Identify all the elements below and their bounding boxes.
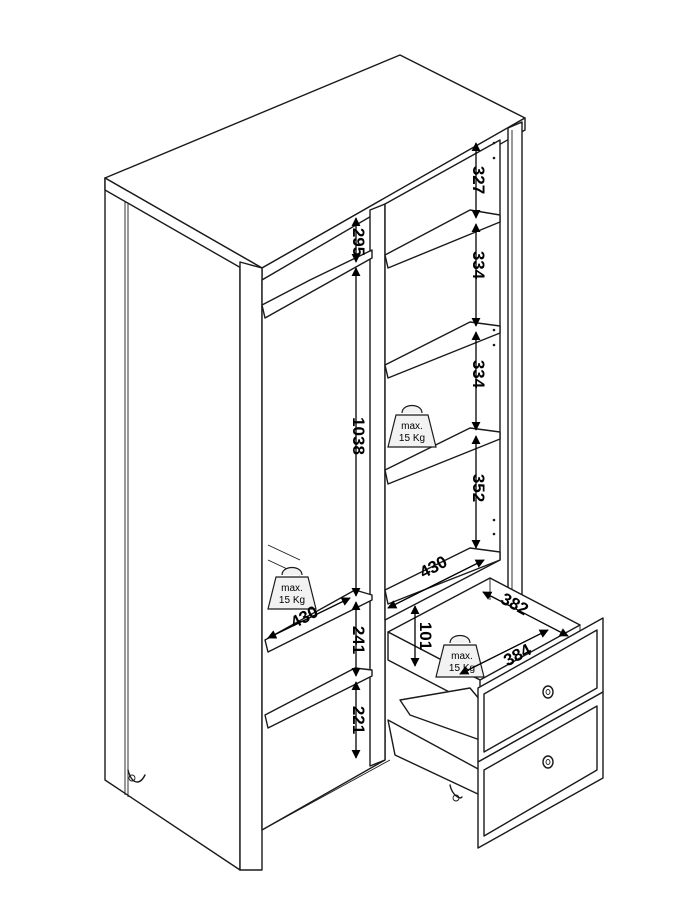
drawers [387,577,604,849]
left-shelf-top [261,249,373,319]
weight-label-right-line2: 15 Kg [399,433,425,444]
pin-holes [492,141,496,536]
dim-label-334a: 334 [469,251,488,280]
cabinet-body [104,54,526,871]
right-shelf-1 [384,209,501,269]
weight-label-left-line2: 15 Kg [279,595,305,606]
dim-label-221: 221 [349,706,368,734]
dim-label-295: 295 [349,228,368,256]
dim-label-241: 241 [349,626,368,654]
dim-label-352: 352 [469,474,488,502]
weight-label-left-line1: max. [281,583,303,594]
dim-line-384 [459,629,549,675]
drawer-knob-lower [542,755,554,769]
weight-label-right-line1: max. [401,421,423,432]
weight-icon-right-shelf: max. 15 Kg [387,404,437,448]
dim-label-1038: 1038 [349,417,368,455]
right-shelf-3 [384,427,501,485]
right-shelf-2 [384,321,501,379]
dim-label-101: 101 [416,622,435,650]
dim-label-334b: 334 [469,360,488,389]
dimension-lines [267,142,569,759]
dim-label-327: 327 [469,166,488,194]
dim-line-382 [482,591,569,637]
left-shelf-2 [264,667,373,729]
front-left-post [239,261,263,871]
center-divider [369,203,386,767]
dim-line-430-right [387,559,485,609]
right-post [507,121,523,607]
drawer-knob-upper [542,685,554,699]
dim-line-430-left [267,597,351,639]
weight-label-drawer-line1: max. [451,651,473,662]
